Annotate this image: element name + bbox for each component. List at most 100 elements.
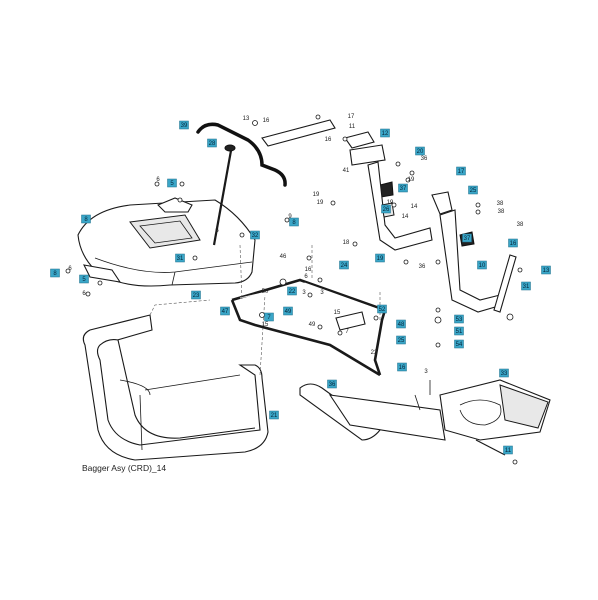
lid-hinge-left <box>83 264 122 283</box>
callout-48-box <box>396 319 406 329</box>
callout-51: 51 <box>454 326 464 336</box>
callout-47: 47 <box>220 306 230 316</box>
callout-16-right-text: 16 <box>510 241 517 247</box>
label-18: 18 <box>343 240 350 246</box>
label-46: 46 <box>280 254 287 260</box>
label-50: 50 <box>262 289 269 295</box>
callout-21-text: 21 <box>271 413 278 419</box>
callout-11-bottom: 11 <box>503 445 513 455</box>
callout-54-text: 54 <box>456 342 463 348</box>
bottom-bolt <box>475 439 506 456</box>
callout-13-right: 13 <box>541 265 551 275</box>
callout-25-lower-box <box>396 335 406 345</box>
callout-28: 28 <box>207 138 217 148</box>
callout-36: 36 <box>327 379 337 389</box>
callout-28-text: 28 <box>209 141 216 147</box>
label-14-a: 14 <box>402 214 409 220</box>
hardware-fasteners <box>65 114 523 465</box>
callout-53: 53 <box>454 314 464 324</box>
callout-20-text: 20 <box>417 149 424 155</box>
callout-11-bottom-text: 11 <box>505 448 512 454</box>
callout-5-top-text: 5 <box>170 181 174 187</box>
callout-48: 48 <box>396 319 406 329</box>
callout-13-right-box <box>541 265 551 275</box>
callout-5-top: 5 <box>167 178 177 188</box>
discharge-chute <box>299 379 551 441</box>
callout-7-box <box>264 312 274 322</box>
label-7-plain: 7 <box>345 329 349 335</box>
callout-25-upper: 25 <box>468 185 478 195</box>
callout-36-text: 36 <box>329 382 336 388</box>
callout-8-mid-box <box>289 217 299 227</box>
side-strap <box>493 254 517 313</box>
callout-26-text: 26 <box>383 207 390 213</box>
callout-26-box <box>381 204 391 214</box>
callout-16-right-box <box>508 238 518 248</box>
callout-25-upper-box <box>468 185 478 195</box>
callout-24-box <box>339 260 349 270</box>
label-6-a: 6 <box>156 177 160 183</box>
callout-28-box <box>207 138 217 148</box>
label-19-upper: 19 <box>408 177 415 183</box>
callout-47-box <box>220 306 230 316</box>
callout-31-right-box <box>521 281 531 291</box>
label-49-plain: 49 <box>309 322 316 328</box>
callout-22-box <box>287 286 297 296</box>
label-38-c: 38 <box>517 222 524 228</box>
callout-31-right: 31 <box>521 281 531 291</box>
label-15-a: 15 <box>262 322 269 328</box>
label-16-top: 16 <box>263 118 270 124</box>
callout-12-box <box>380 128 390 138</box>
callout-48-text: 48 <box>398 322 405 328</box>
callout-31-lid: 31 <box>175 253 185 263</box>
callout-8-bag-lid-text: 8 <box>84 217 88 223</box>
lid-handle-bar <box>196 122 287 187</box>
grass-bag-body <box>82 294 269 461</box>
label-14-b: 14 <box>411 204 418 210</box>
callout-52-box <box>377 304 387 314</box>
callout-54-box <box>454 339 464 349</box>
callout-37-upper-box <box>398 183 408 193</box>
lid-hinge-top <box>157 197 193 213</box>
callout-49-text: 49 <box>285 309 292 315</box>
callout-49-box <box>283 306 293 316</box>
callout-10: 10 <box>477 260 487 270</box>
label-38-b: 38 <box>498 209 505 215</box>
callout-22-text: 22 <box>289 289 296 295</box>
hanger-bracket-right <box>431 191 503 313</box>
label-36-upper: 36 <box>421 156 428 162</box>
label-9: 9 <box>288 214 292 220</box>
callout-8-left-text: 8 <box>53 271 57 277</box>
callout-32: 32 <box>250 230 260 240</box>
label-6-b: 6 <box>68 266 72 272</box>
callout-32-text: 32 <box>252 233 259 239</box>
label-16-mid: 16 <box>305 267 312 273</box>
label-38-a: 38 <box>497 201 504 207</box>
callout-24: 24 <box>339 260 349 270</box>
callout-19-mid-text: 19 <box>377 256 384 262</box>
rod-grip <box>224 144 236 152</box>
callout-8-left-box <box>50 268 60 278</box>
callout-52-text: 52 <box>379 307 386 313</box>
callout-26: 26 <box>381 204 391 214</box>
label-17-top: 17 <box>348 114 355 120</box>
label-19-b: 19 <box>317 200 324 206</box>
callout-10-box <box>477 260 487 270</box>
callout-12-text: 12 <box>382 131 389 137</box>
callout-53-box <box>454 314 464 324</box>
label-3-a: 3 <box>302 290 306 296</box>
callout-8-bag-lid-box <box>81 214 91 224</box>
callout-8-left: 8 <box>50 268 60 278</box>
callout-33-box <box>499 368 509 378</box>
callout-17-text: 17 <box>458 169 465 175</box>
label-19-c: 19 <box>387 200 394 206</box>
label-6-c: 6 <box>82 291 86 297</box>
callout-54: 54 <box>454 339 464 349</box>
callout-17: 17 <box>456 166 466 176</box>
callout-7-text: 7 <box>267 315 271 321</box>
callout-16-lower-box <box>397 362 407 372</box>
callout-5-left: 5 <box>79 274 89 284</box>
label-15-b: 15 <box>334 310 341 316</box>
callout-23-text: 23 <box>193 293 200 299</box>
